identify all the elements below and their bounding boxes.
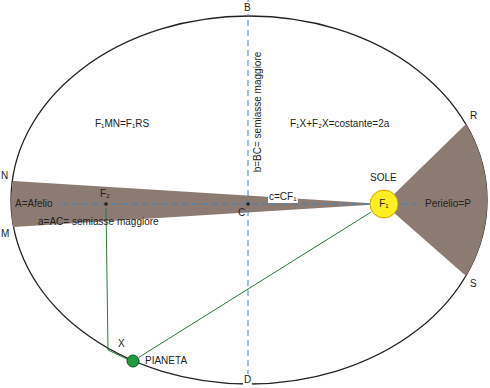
sum-law-label: F₁X+F₂X=costante=2a [290, 118, 389, 130]
sun-circle: SOLEF₁ [369, 189, 399, 219]
planet-circle: XPIANETA [126, 354, 140, 368]
node-circle [127, 355, 139, 367]
node-circle [370, 190, 398, 218]
area-law-label: F₁MN=F₁RS [95, 118, 149, 130]
node-outline [126, 354, 140, 368]
focus-label: F₂ [100, 188, 110, 200]
node-text: F₁ [379, 198, 388, 210]
aphelion-label: A=Afelio [15, 198, 53, 210]
point-label: D [243, 374, 252, 386]
axis-label: a=AC= semiasse maggiore [38, 216, 159, 228]
focus-line [106, 208, 127, 359]
minor-axis [248, 0, 249, 388]
point-label: N [1, 170, 8, 182]
perihelion-label: Perielio=P [425, 198, 471, 210]
major-axis [62, 204, 420, 205]
radius-line [139, 212, 371, 357]
orbit-ellipse [11, 16, 487, 384]
node-text: PIANETA [145, 355, 187, 367]
perihelion-sector [384, 124, 487, 276]
center-label: C [238, 207, 245, 219]
point-label: M [1, 228, 9, 240]
distance-label: c=CF₁ [268, 191, 298, 203]
point-label: B [243, 2, 252, 14]
node-heading: SOLE [370, 172, 397, 184]
point-label: R [470, 110, 477, 122]
point-label: S [470, 278, 477, 290]
focus-dot [104, 202, 108, 206]
node-heading: X [118, 338, 125, 350]
center-dot [246, 202, 250, 206]
axis-label: b=BC= semiasse maggiore [252, 52, 264, 173]
